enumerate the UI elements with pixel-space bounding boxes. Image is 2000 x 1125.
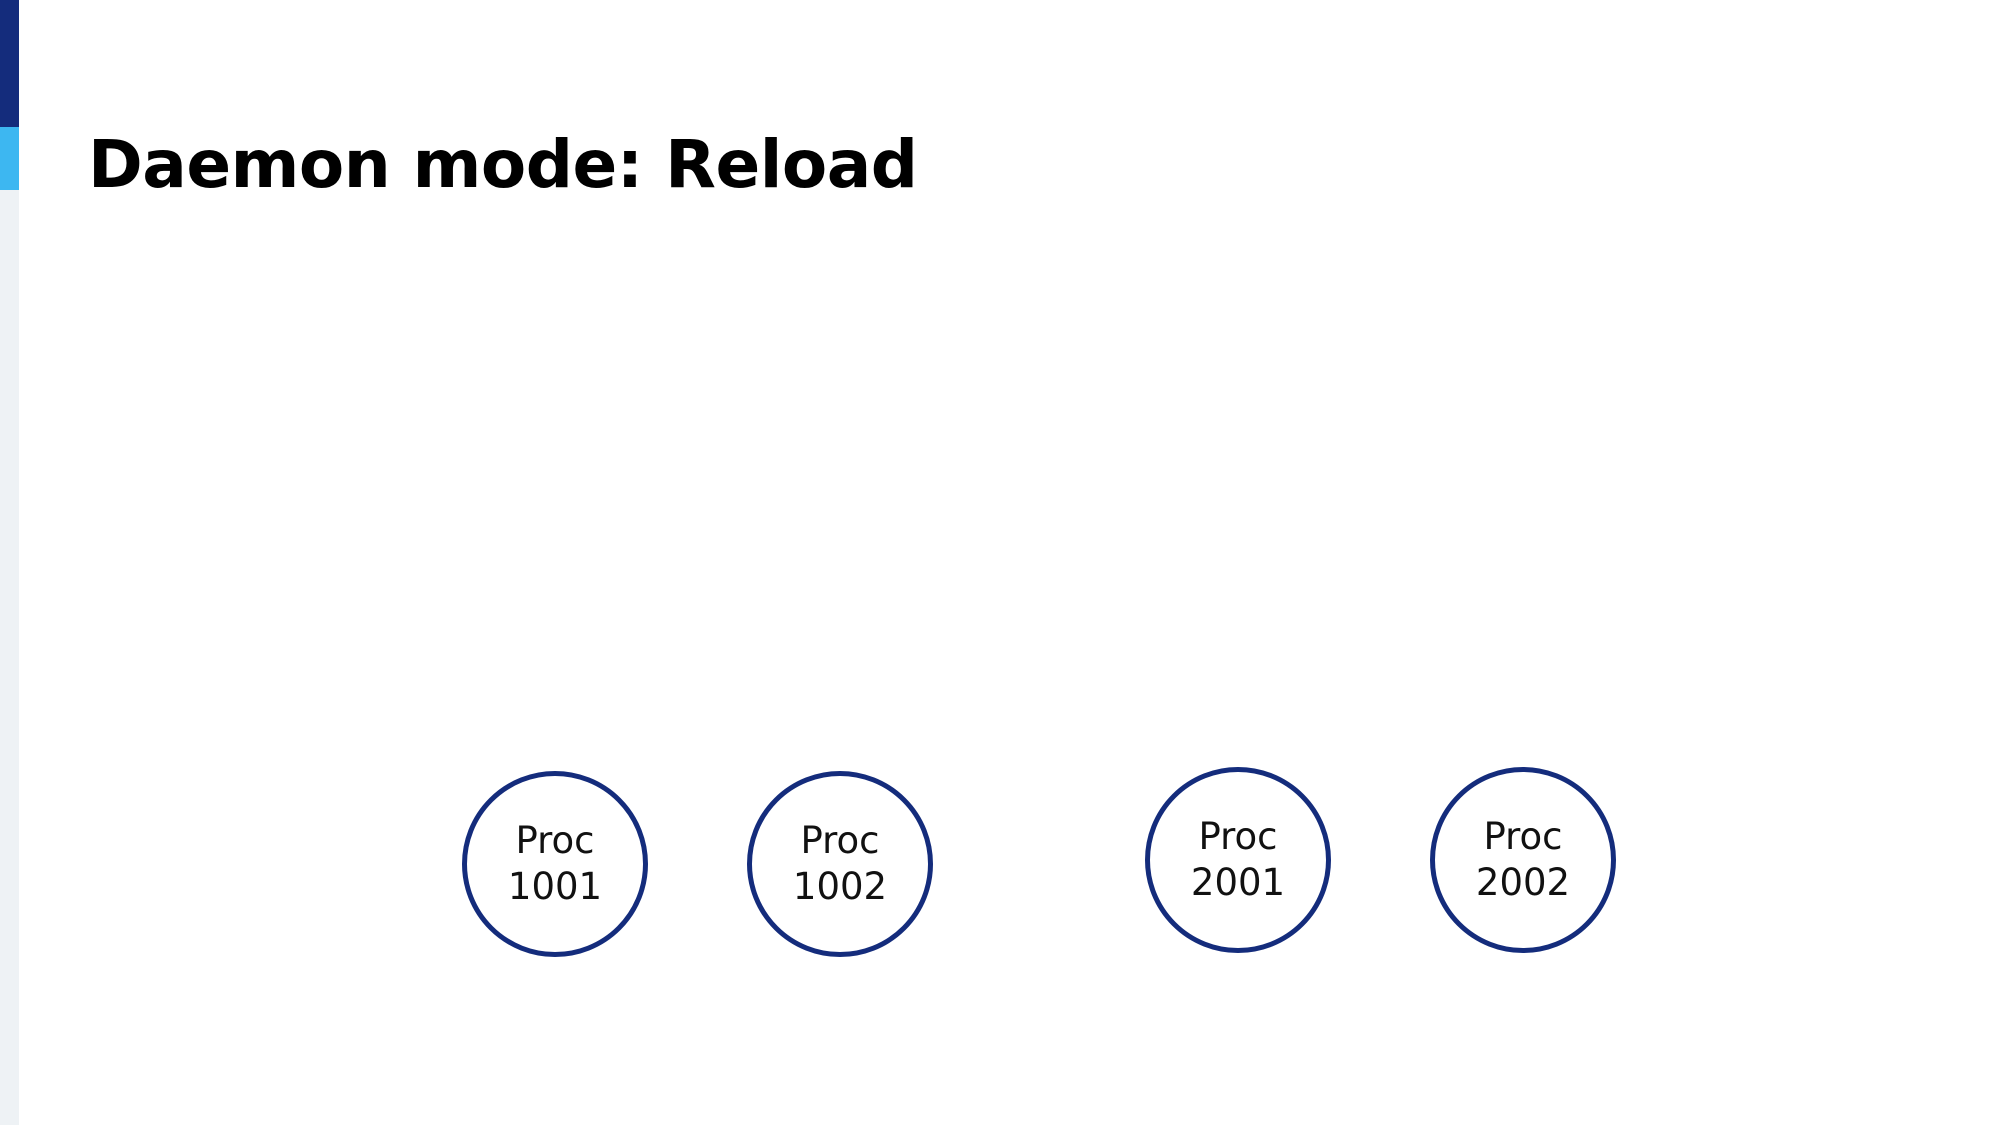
- process-node-1001: Proc 1001: [462, 771, 648, 957]
- process-node-label: Proc 1002: [792, 819, 888, 908]
- process-node-label: Proc 2002: [1475, 815, 1571, 904]
- process-node-2001: Proc 2001: [1145, 767, 1331, 953]
- process-node-label: Proc 2001: [1190, 815, 1286, 904]
- slide-accent-bar: [0, 0, 19, 1125]
- process-node-label: Proc 1001: [507, 819, 603, 908]
- accent-bar-dark-segment: [0, 0, 19, 127]
- slide-title: Daemon mode: Reload: [88, 126, 918, 203]
- process-node-1002: Proc 1002: [747, 771, 933, 957]
- process-node-2002: Proc 2002: [1430, 767, 1616, 953]
- accent-bar-light-segment: [0, 127, 19, 190]
